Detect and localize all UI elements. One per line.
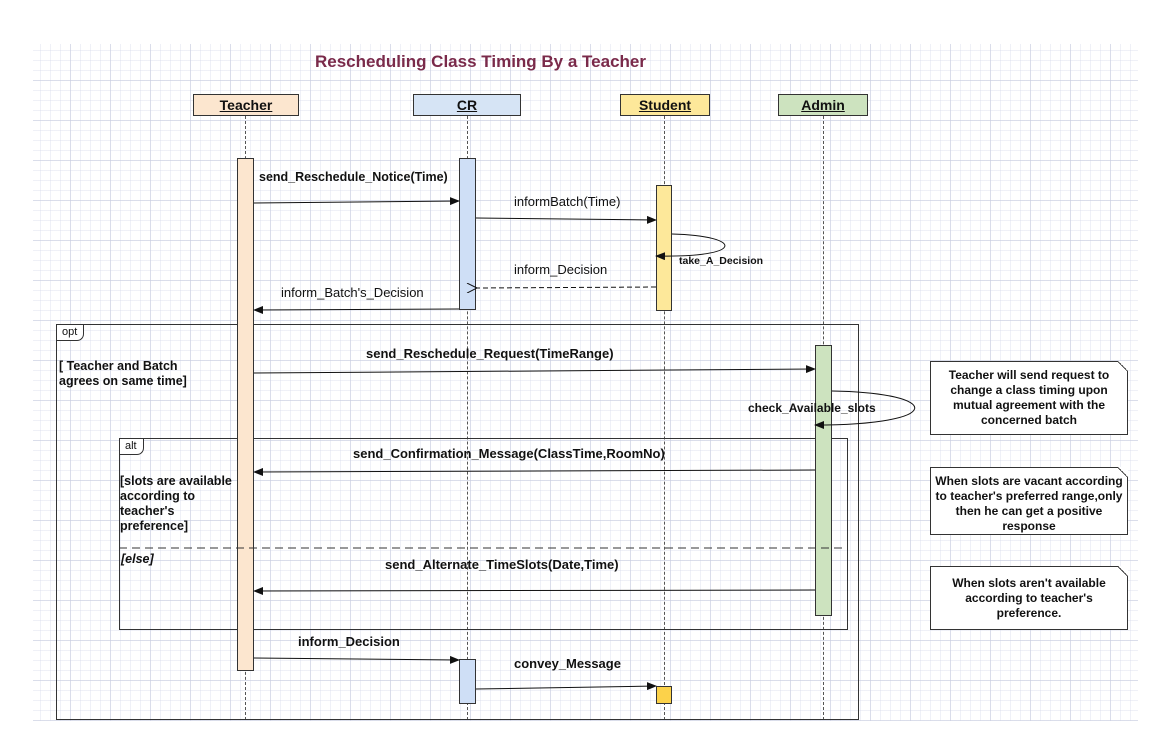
participant-admin: Admin — [778, 94, 868, 116]
label-send-reschedule-request: send_Reschedule_Request(TimeRange) — [366, 346, 614, 361]
arrow-check-available-slots — [814, 390, 916, 429]
else-guard: [else] — [121, 552, 154, 566]
participant-cr: CR — [413, 94, 521, 116]
arrow-send-reschedule-request — [253, 365, 816, 374]
arrow-inform-batch — [475, 215, 657, 224]
lifeline-student — [664, 116, 665, 720]
label-send-reschedule-notice: send_Reschedule_Notice(Time) — [259, 170, 448, 184]
arrow-inform-decision-return — [477, 287, 657, 288]
note-slots-vacant-text: When slots are vacant according to teach… — [935, 474, 1123, 533]
activation-teacher — [237, 158, 254, 671]
label-inform-decision: inform_Decision — [298, 634, 400, 649]
note-slots-unavailable-text: When slots aren't available according to… — [952, 576, 1106, 620]
diagram-title: Rescheduling Class Timing By a Teacher — [315, 52, 646, 71]
arrow-send-reschedule-notice — [253, 197, 460, 206]
label-convey-message: convey_Message — [514, 656, 621, 671]
activation-cr-1 — [459, 158, 476, 310]
arrow-inform-decision — [253, 655, 460, 664]
note-request: Teacher will send request to change a cl… — [930, 361, 1128, 435]
opt-frame: opt — [56, 324, 859, 720]
activation-student — [656, 185, 672, 311]
note-slots-unavailable: When slots aren't available according to… — [930, 566, 1128, 630]
label-take-a-decision: take_A_Decision — [679, 255, 764, 267]
participant-teacher: Teacher — [193, 94, 299, 116]
arrow-send-confirmation-message — [253, 467, 816, 476]
arrow-inform-batchs-decision — [253, 305, 460, 314]
alt-frame-label: alt — [120, 439, 144, 455]
participant-student: Student — [620, 94, 710, 116]
label-inform-decision-return: inform_Decision — [514, 262, 608, 277]
alt-frame: alt — [119, 438, 848, 630]
arrow-take-a-decision — [655, 233, 726, 261]
label-send-confirmation-message: send_Confirmation_Message(ClassTime,Room… — [353, 446, 665, 461]
activation-student-2 — [656, 686, 672, 704]
opt-frame-label: opt — [57, 325, 85, 341]
activation-cr-2 — [459, 659, 476, 704]
label-check-available-slots: check_Available_slots — [748, 401, 876, 415]
opt-guard: [ Teacher and Batch agrees on same time] — [59, 359, 187, 388]
note-slots-vacant: When slots are vacant according to teach… — [930, 467, 1128, 535]
note-request-text: Teacher will send request to change a cl… — [948, 368, 1110, 427]
arrow-convey-message — [475, 682, 657, 691]
label-inform-batchs-decision: inform_Batch's_Decision — [281, 285, 424, 300]
label-send-alternate-timeslots: send_Alternate_TimeSlots(Date,Time) — [385, 557, 619, 572]
lifeline-cr — [467, 116, 468, 720]
label-inform-batch: informBatch(Time) — [514, 194, 621, 209]
arrow-send-alternate-timeslots — [253, 586, 816, 595]
alt-guard: [slots are available according to teache… — [120, 474, 232, 533]
